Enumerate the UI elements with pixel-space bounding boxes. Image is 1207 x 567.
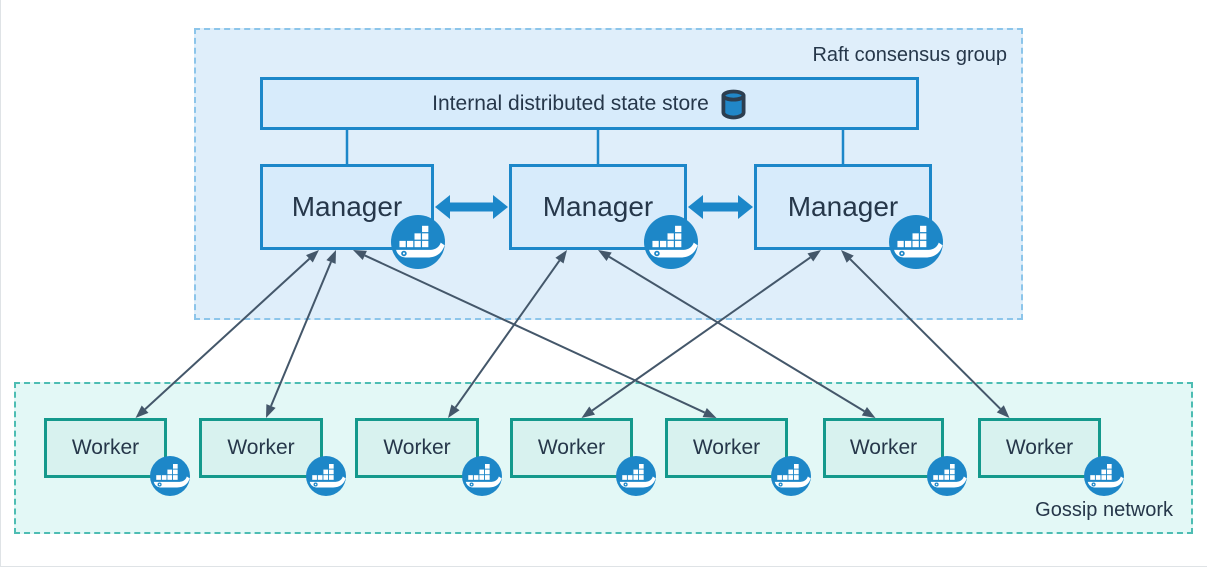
worker-node: Worker [510, 418, 656, 496]
gossip-network-label: Gossip network [1035, 499, 1173, 521]
internal-state-store-node: Internal distributed state store [260, 77, 919, 130]
raft-group-label: Raft consensus group [812, 44, 1007, 66]
worker-node: Worker [823, 418, 967, 496]
worker-node: Worker [978, 418, 1124, 496]
manager-label: Manager [291, 191, 403, 222]
manager-node: Manager [754, 164, 943, 269]
worker-label: Worker [227, 436, 295, 459]
worker-node: Worker [665, 418, 811, 496]
worker-label: Worker [383, 436, 451, 459]
manager-label: Manager [787, 191, 899, 222]
worker-node: Worker [199, 418, 346, 496]
manager-node: Manager [509, 164, 698, 269]
manager-node: Manager [260, 164, 445, 269]
worker-label: Worker [71, 436, 140, 459]
manager-label: Manager [542, 191, 654, 222]
state-store-label: Internal distributed state store [432, 91, 709, 115]
worker-node: Worker [355, 418, 502, 496]
worker-label: Worker [1005, 436, 1074, 459]
worker-node: Worker [44, 418, 190, 496]
worker-label: Worker [692, 436, 761, 459]
worker-label: Worker [849, 436, 918, 459]
worker-label: Worker [537, 436, 606, 459]
database-cylinder-icon [721, 89, 746, 119]
